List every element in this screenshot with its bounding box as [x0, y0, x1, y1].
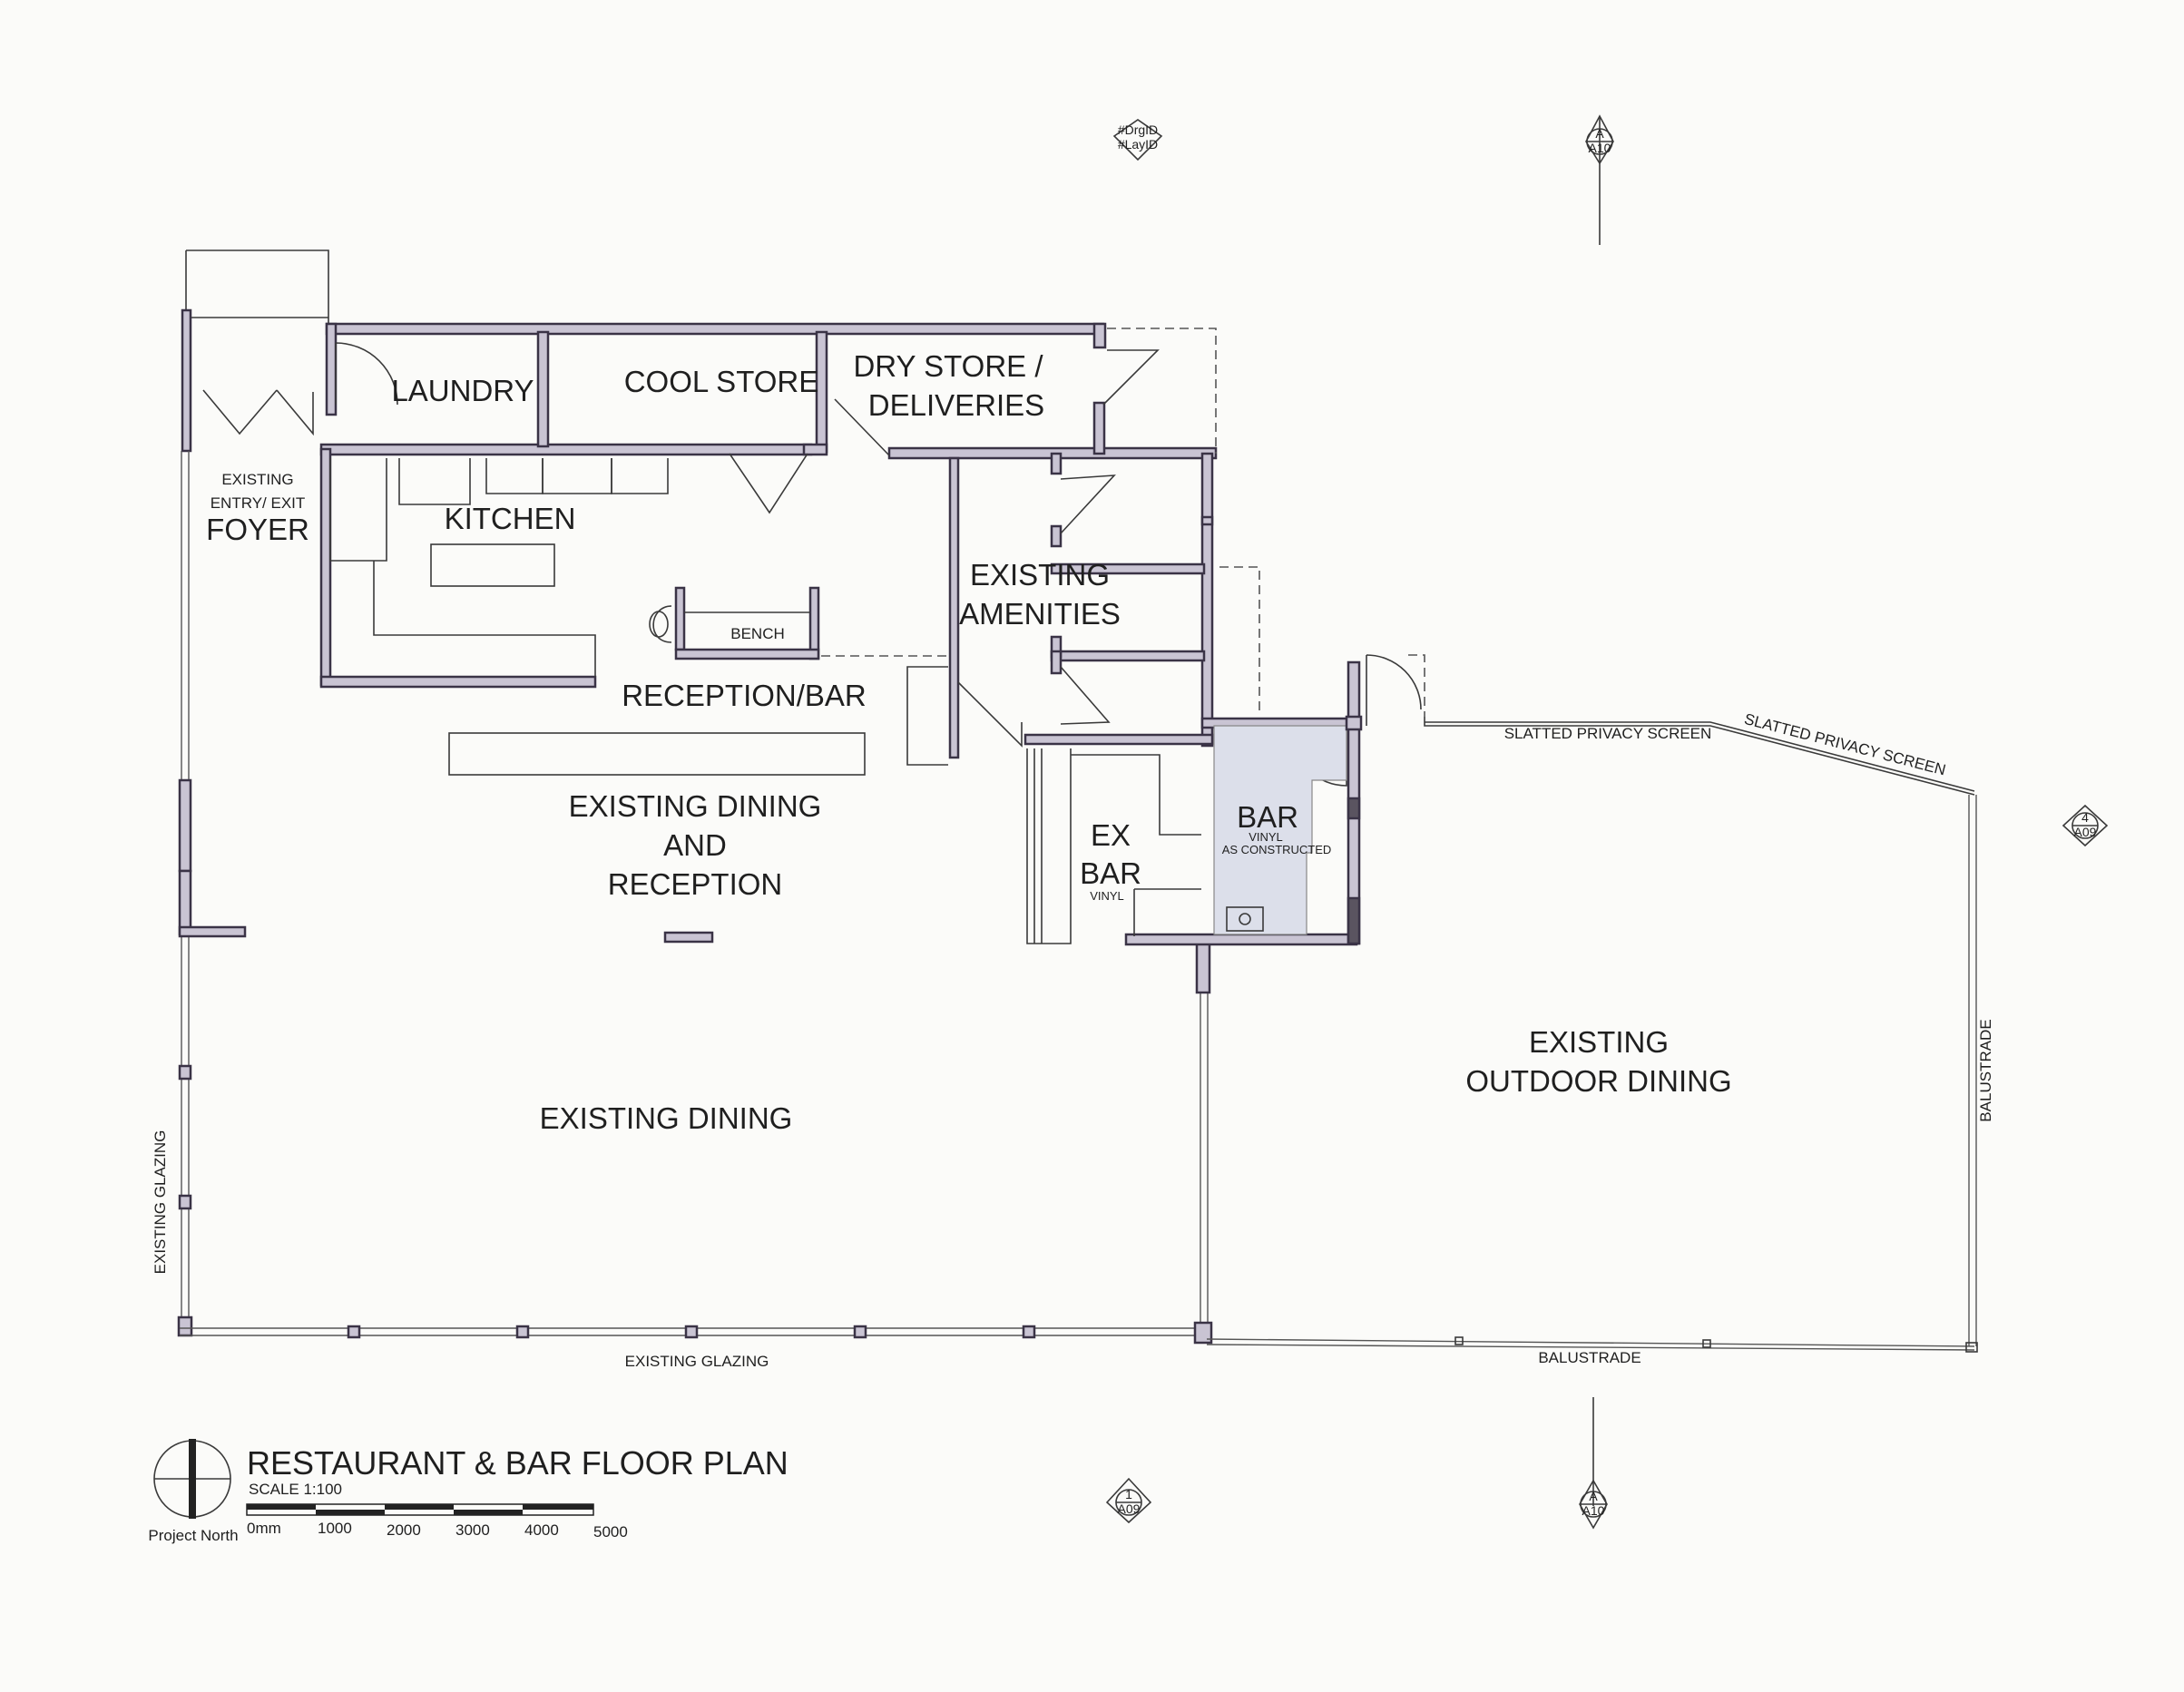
layout-id-placeholder: #LayID	[1118, 137, 1158, 152]
privacy-screen-note-1: SLATTED PRIVACY SCREEN	[1504, 725, 1712, 742]
central-glazing-wall	[1193, 936, 1213, 1345]
drawing-id-placeholder: #DrgID	[1118, 122, 1158, 137]
foyer-label: FOYER	[206, 513, 309, 546]
elevation-right-sheet: A09	[2074, 825, 2097, 839]
entry-canopy	[185, 249, 329, 331]
scale-label: SCALE 1:100	[249, 1481, 342, 1498]
bar-label: BAR	[1237, 800, 1298, 834]
bottom-glazing-note: EXISTING GLAZING	[625, 1353, 769, 1370]
room-labels: LAUNDRY COOL STORE DRY STORE / DELIVERIE…	[206, 349, 1732, 1135]
left-glazing-wall	[177, 308, 247, 1337]
elevation-bottom-number: 1	[1125, 1487, 1132, 1501]
outdoor-existing-label: EXISTING	[1529, 1025, 1669, 1059]
scale-tick-1000: 1000	[318, 1520, 352, 1537]
drawing-title: RESTAURANT & BAR FLOOR PLAN	[247, 1444, 788, 1482]
bar-area	[1026, 725, 1347, 944]
notes: EXISTING GLAZING EXISTING GLAZING BALUST…	[152, 710, 1994, 1370]
section-top-sheet: A10	[1589, 141, 1611, 155]
foyer-entry-label: ENTRY/ EXIT	[211, 494, 306, 512]
cool-store-label: COOL STORE	[624, 365, 819, 398]
section-marker-bottom: A A10	[1579, 1397, 1608, 1530]
left-glazing-note: EXISTING GLAZING	[152, 1130, 169, 1275]
scale-tick-0: 0mm	[247, 1520, 281, 1537]
elevation-marker-bottom: 1 A09	[1105, 1477, 1152, 1524]
ex-bar-label-1: EX	[1091, 818, 1131, 852]
bar-as-constructed-label: AS CONSTRUCTED	[1222, 843, 1332, 856]
right-balustrade-note: BALUSTRADE	[1977, 1019, 1994, 1121]
outdoor-boundary	[1206, 715, 1978, 1353]
north-label: Project North	[148, 1527, 238, 1544]
dashed-outlines	[821, 328, 1425, 717]
scale-tick-2000: 2000	[387, 1521, 421, 1539]
privacy-screen-note-2: SLATTED PRIVACY SCREEN	[1742, 710, 1947, 779]
scale-tick-3000: 3000	[455, 1521, 490, 1539]
ex-bar-vinyl-label: VINYL	[1090, 889, 1124, 903]
section-bottom-letter: A	[1589, 1489, 1598, 1503]
scale-tick-4000: 4000	[524, 1521, 559, 1539]
elevation-bottom-sheet: A09	[1118, 1501, 1141, 1516]
scale-tick-5000: 5000	[593, 1523, 628, 1540]
scale-bar	[246, 1503, 594, 1516]
elevation-marker-right: 4 A09	[2062, 804, 2109, 847]
door-swings	[202, 342, 1422, 787]
reception-bar-label: RECEPTION/BAR	[622, 679, 867, 712]
elevation-right-number: 4	[2081, 810, 2089, 825]
section-marker-top: A A10	[1585, 114, 1614, 245]
kitchen-label: KITCHEN	[445, 502, 576, 535]
foyer-existing-label: EXISTING	[221, 471, 293, 488]
ex-bar-label-2: BAR	[1080, 856, 1141, 890]
deliveries-label: DELIVERIES	[868, 388, 1044, 422]
section-bottom-sheet: A10	[1582, 1503, 1605, 1518]
title-block: Project North RESTAURANT & BAR FLOOR PLA…	[148, 1439, 788, 1544]
dining-reception-label-3: RECEPTION	[608, 867, 783, 901]
amenities-existing-label: EXISTING	[970, 558, 1110, 592]
dry-store-label: DRY STORE /	[853, 349, 1043, 383]
bottom-balustrade-note: BALUSTRADE	[1538, 1349, 1640, 1366]
outdoor-dining-label: OUTDOOR DINING	[1465, 1064, 1731, 1098]
drawing-id-marker: #DrgID #LayID	[1112, 119, 1163, 161]
section-top-letter: A	[1595, 126, 1604, 141]
bar-vinyl-label: VINYL	[1249, 830, 1283, 844]
kitchen-fittings	[329, 458, 948, 944]
dining-label: EXISTING DINING	[540, 1101, 793, 1135]
dining-reception-label-2: AND	[663, 828, 727, 862]
bench-label: BENCH	[730, 625, 785, 642]
laundry-label: LAUNDRY	[391, 374, 534, 407]
dining-reception-label-1: EXISTING DINING	[569, 789, 822, 823]
service-wing-walls	[319, 322, 1361, 946]
amenities-label: AMENITIES	[959, 597, 1121, 631]
bottom-glazing-wall	[180, 1325, 1207, 1339]
